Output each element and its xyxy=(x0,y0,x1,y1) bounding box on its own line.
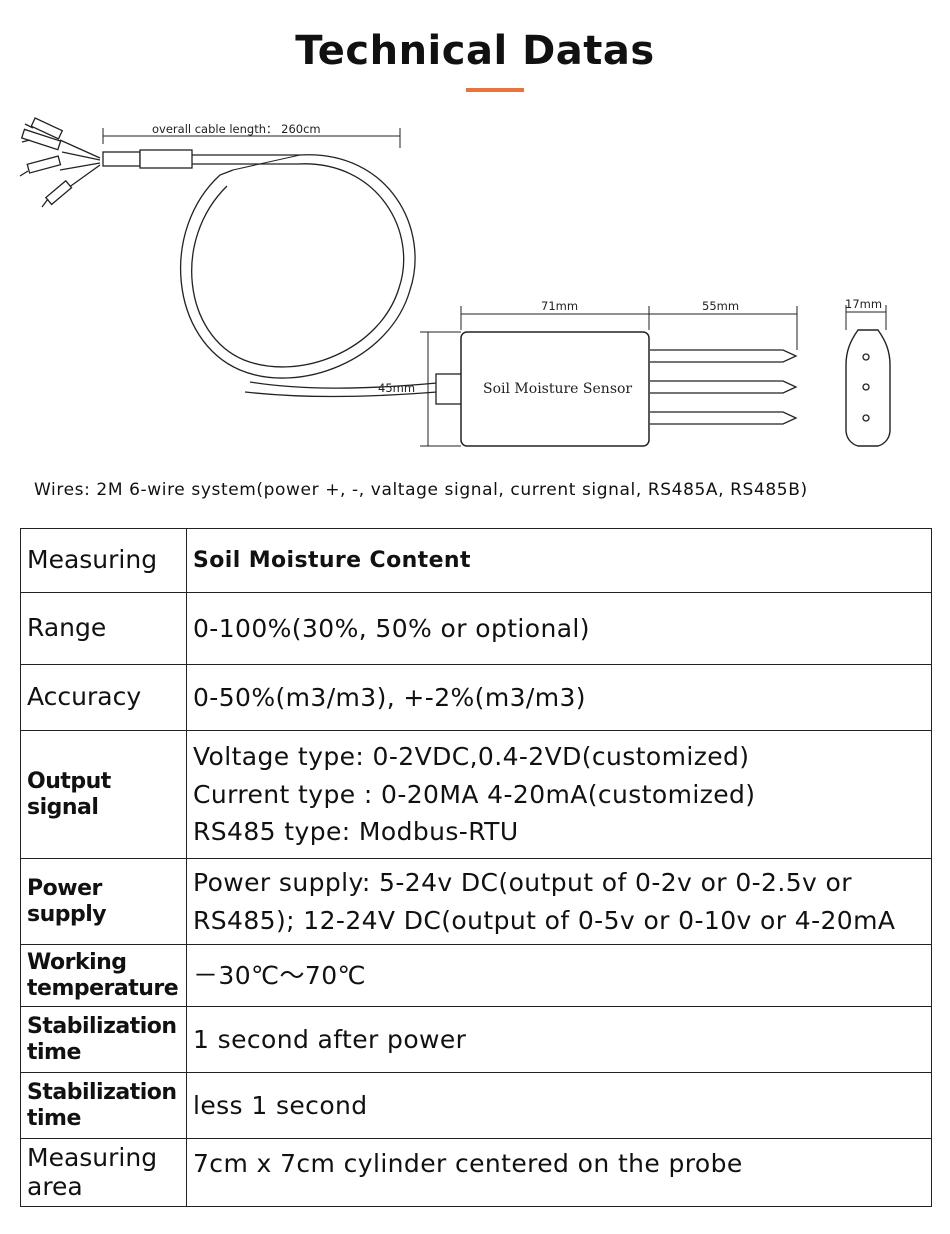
table-row: Power supply Power supply: 5-24v DC(outp… xyxy=(20,858,932,945)
table-row: Range 0-100%(30%, 50% or optional) xyxy=(20,592,932,665)
spec-value: Voltage type: 0-2VDC,0.4-2VD(customized)… xyxy=(186,730,932,859)
table-row: Measuring Soil Moisture Content xyxy=(20,528,932,593)
spec-value: Soil Moisture Content xyxy=(186,528,932,593)
cable-length-label: overall cable length： 260cm xyxy=(152,122,321,136)
table-row: Stabilization time 1 second after power xyxy=(20,1006,932,1073)
spec-key: Power supply xyxy=(20,858,187,945)
side-width-label: 17mm xyxy=(845,297,882,311)
cable-gland xyxy=(435,373,463,405)
sensor-body-label: Soil Moisture Sensor xyxy=(483,381,632,397)
spec-value: less 1 second xyxy=(186,1072,932,1139)
probe-length-label: 55mm xyxy=(702,299,739,313)
spec-key: Accuracy xyxy=(20,664,187,731)
spec-value: 0-50%(m3/m3), +-2%(m3/m3) xyxy=(186,664,932,731)
page-title: Technical Datas xyxy=(295,28,655,74)
table-row: Stabilization time less 1 second xyxy=(20,1072,932,1139)
cable-coil xyxy=(180,154,416,379)
table-row: Working temperature －30℃～70℃ xyxy=(20,944,932,1007)
spec-value: 0-100%(30%, 50% or optional) xyxy=(186,592,932,665)
cable-sleeve-2 xyxy=(139,149,193,169)
spec-key: Working temperature xyxy=(20,944,187,1007)
wires-note: Wires: 2M 6-wire system(power +, -, valt… xyxy=(34,480,808,500)
sensor-dimension-diagram: overall cable length： 260cm Soil Moistur… xyxy=(19,117,891,447)
spec-key: Stabilization time xyxy=(20,1072,187,1139)
spec-key: Measuring xyxy=(20,528,187,593)
table-row: Accuracy 0-50%(m3/m3), +-2%(m3/m3) xyxy=(20,664,932,731)
table-row: Output signal Voltage type: 0-2VDC,0.4-2… xyxy=(20,730,932,859)
body-width-label: 71mm xyxy=(541,299,578,313)
spec-value: 1 second after power xyxy=(186,1006,932,1073)
wire-ends-icon xyxy=(19,117,101,208)
sensor-body xyxy=(460,331,650,447)
table-row: Measuring area 7cm x 7cm cylinder center… xyxy=(20,1138,932,1207)
title-underline xyxy=(466,88,524,92)
spec-value: 7cm x 7cm cylinder centered on the probe xyxy=(186,1138,932,1207)
cable-sleeve xyxy=(102,151,141,167)
spec-key: Measuring area xyxy=(20,1138,187,1207)
height-label: 45mm xyxy=(378,381,415,395)
spec-key: Range xyxy=(20,592,187,665)
probes xyxy=(650,349,798,425)
spec-value: －30℃～70℃ xyxy=(186,944,932,1007)
spec-table: Measuring Soil Moisture Content Range 0-… xyxy=(20,528,932,1207)
spec-key: Output signal xyxy=(20,730,187,859)
spec-value: Power supply: 5-24v DC(output of 0-2v or… xyxy=(186,858,932,945)
spec-key: Stabilization time xyxy=(20,1006,187,1073)
